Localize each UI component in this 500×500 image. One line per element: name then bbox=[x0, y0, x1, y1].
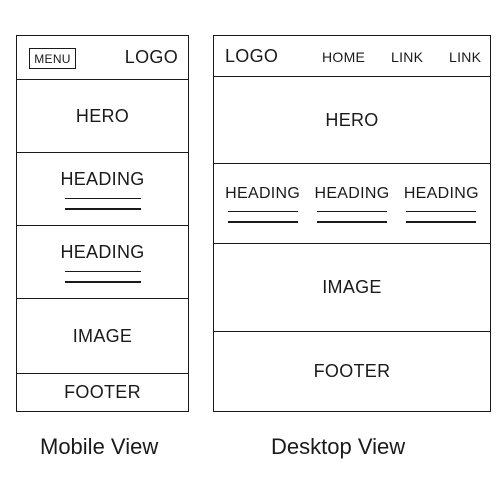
desktop-text-lines-2 bbox=[316, 210, 387, 223]
desktop-footer: FOOTER bbox=[214, 332, 490, 411]
desktop-headings-row: HEADING HEADING HEADING bbox=[214, 164, 490, 244]
mobile-hero: HERO bbox=[17, 80, 188, 153]
text-line bbox=[316, 221, 387, 223]
mobile-heading-2: HEADING bbox=[60, 241, 145, 262]
desktop-heading-column-2: HEADING bbox=[314, 185, 389, 223]
text-line bbox=[316, 210, 387, 212]
mobile-footer-label: FOOTER bbox=[64, 382, 141, 402]
mobile-heading-section-1: HEADING bbox=[17, 153, 188, 226]
mobile-image-label: IMAGE bbox=[72, 325, 133, 346]
mobile-menu-label: MENU bbox=[34, 51, 71, 66]
mobile-heading-section-2: HEADING bbox=[17, 226, 188, 299]
text-line bbox=[227, 210, 298, 212]
mobile-menu-button[interactable]: MENU bbox=[29, 48, 76, 69]
text-line bbox=[406, 221, 477, 223]
mobile-image: IMAGE bbox=[17, 299, 188, 374]
mobile-wireframe: MENU LOGO HERO HEADING HEADING IMAGE F bbox=[16, 35, 189, 412]
mobile-header: MENU LOGO bbox=[17, 36, 188, 80]
text-line bbox=[64, 208, 141, 210]
desktop-text-lines-3 bbox=[406, 210, 477, 223]
nav-link-2[interactable]: LINK bbox=[449, 49, 482, 65]
mobile-heading-1: HEADING bbox=[60, 168, 145, 189]
desktop-image-label: IMAGE bbox=[322, 277, 382, 297]
mobile-text-lines-2 bbox=[64, 270, 141, 283]
desktop-heading-column-3: HEADING bbox=[404, 185, 479, 223]
desktop-heading-3: HEADING bbox=[403, 184, 479, 202]
text-line bbox=[406, 210, 477, 212]
mobile-footer: FOOTER bbox=[17, 374, 188, 411]
desktop-logo: LOGO bbox=[225, 46, 279, 66]
desktop-heading-1: HEADING bbox=[225, 184, 301, 202]
desktop-header: LOGO HOME LINK LINK bbox=[214, 36, 490, 77]
mobile-hero-label: HERO bbox=[75, 105, 130, 126]
text-line bbox=[227, 221, 298, 223]
mobile-view-caption: Mobile View bbox=[40, 434, 159, 459]
text-line bbox=[64, 281, 141, 283]
nav-link-1[interactable]: LINK bbox=[391, 49, 424, 65]
mobile-text-lines-1 bbox=[64, 197, 141, 210]
text-line bbox=[64, 270, 141, 272]
desktop-text-lines-1 bbox=[227, 210, 298, 223]
desktop-view-caption: Desktop View bbox=[271, 434, 406, 459]
text-line bbox=[64, 197, 141, 199]
mobile-logo: LOGO bbox=[124, 47, 178, 67]
desktop-hero-label: HERO bbox=[325, 109, 379, 130]
desktop-hero: HERO bbox=[214, 77, 490, 164]
desktop-heading-2: HEADING bbox=[314, 184, 390, 202]
nav-link-home[interactable]: HOME bbox=[322, 49, 366, 65]
desktop-wireframe: LOGO HOME LINK LINK HERO HEADING HEADING… bbox=[213, 35, 491, 412]
desktop-footer-label: FOOTER bbox=[313, 361, 391, 381]
desktop-heading-column-1: HEADING bbox=[225, 185, 300, 223]
desktop-image: IMAGE bbox=[214, 244, 490, 332]
